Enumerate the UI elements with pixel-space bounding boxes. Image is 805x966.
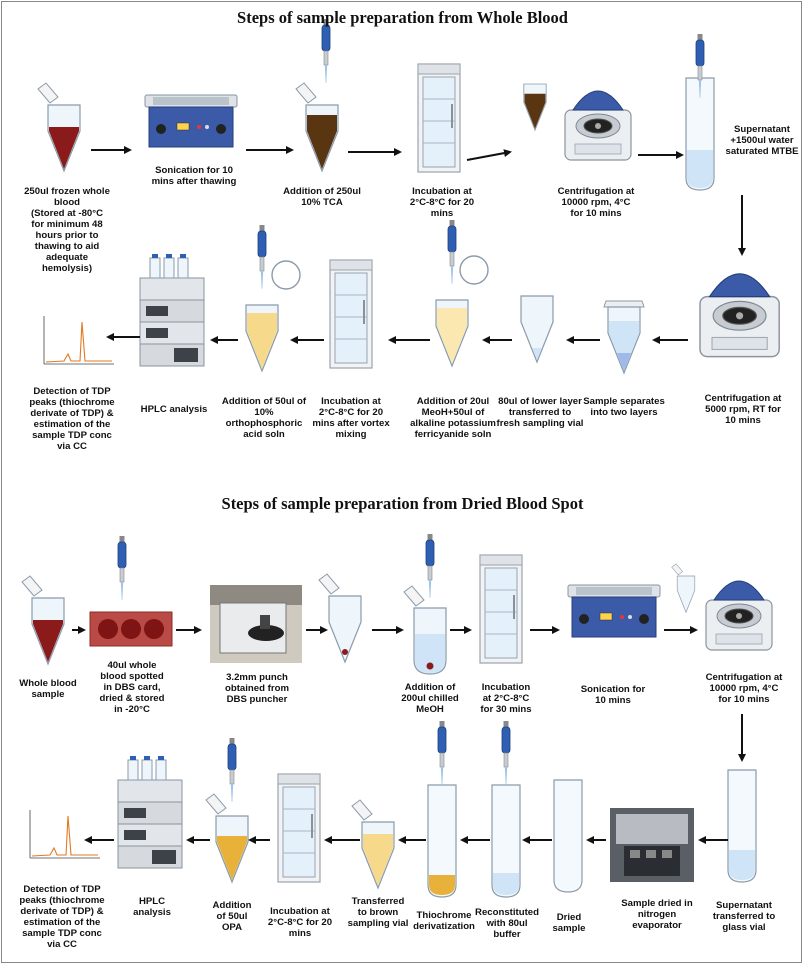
- dbs-step5-meoh-tube: [403, 533, 447, 675]
- dbs-step8-centrifuge-icon: [705, 580, 773, 651]
- dbs-step9-glass-vial: [727, 769, 757, 883]
- wb-label-2: Sonication for 10 mins after thawing: [151, 165, 237, 187]
- wb-step7-centrifuge-icon: [699, 273, 780, 358]
- wb-label-10: Addition of 20ul MeoH+50ul of alkaline p…: [410, 396, 496, 440]
- dbs-arrows: [72, 626, 746, 844]
- wb-label-11: Incubation at 2°C-8°C for 20 mins after …: [312, 396, 390, 440]
- dbs-step17-hplc-icon: [117, 755, 183, 869]
- dbs-label-7: Centrifugation at 10000 rpm, 4°C for 10 …: [705, 672, 783, 705]
- dbs-label-4: Addition of 200ul chilled MeOH: [401, 682, 459, 715]
- wb-step9-vial: [520, 295, 554, 363]
- wb-step4-fridge-icon: [417, 63, 461, 173]
- wb-label-3: Addition of 250ul 10% TCA: [283, 186, 361, 208]
- wb-step11-fridge-icon: [329, 259, 373, 369]
- dbs-label-2: 40ul whole blood spotted in DBS card, dr…: [99, 660, 165, 715]
- dbs-step1-blood-tube: [21, 575, 65, 665]
- wb-step1-blood-tube: [37, 82, 81, 172]
- dbs-label-12: Thiochrome derivatization: [413, 910, 475, 932]
- dbs-step18-chromatogram: [29, 809, 101, 859]
- dbs-label-15: Addition of 50ul OPA: [212, 900, 252, 933]
- wb-step14-chromatogram: [43, 315, 115, 365]
- dbs-step2-dbs-card: [89, 535, 173, 647]
- wb-label-13: HPLC analysis: [140, 404, 208, 415]
- dbs-label-1: Whole blood sample: [19, 678, 77, 700]
- dbs-label-6: Sonication for 10 mins: [580, 684, 646, 706]
- dbs-step7-sonicator-icon: [567, 584, 661, 638]
- wb-step8-layered-tube: [603, 300, 645, 374]
- dbs-step11-dried-vial: [553, 779, 583, 893]
- dried-blood-spot-title: Steps of sample preparation from Dried B…: [221, 494, 584, 513]
- dbs-step15-fridge-icon: [277, 773, 321, 883]
- dbs-label-8: Supernatant transferred to glass vial: [712, 900, 776, 933]
- dbs-label-9: Sample dried in nitrogen evaporator: [621, 898, 693, 931]
- dbs-step4-punch-tube: [318, 573, 362, 663]
- dbs-step10-evaporator-photo: [610, 808, 694, 882]
- dbs-step3-puncher-photo: [210, 585, 302, 663]
- dbs-step8-small-tube: [671, 563, 696, 613]
- wb-step12-yellow-tube: [245, 224, 301, 372]
- dbs-step16-opa-tube: [205, 737, 249, 883]
- dbs-label-13: Transferred to brown sampling vial: [347, 896, 409, 929]
- dbs-label-17: Detection of TDP peaks (thiochrome deriv…: [19, 884, 105, 950]
- dbs-step6-fridge-icon: [479, 554, 523, 664]
- dbs-label-11: Reconstituted with 80ul buffer: [475, 907, 539, 940]
- dbs-step12-buffer-vial: [491, 720, 521, 898]
- dbs-label-16: HPLC analysis: [133, 896, 171, 918]
- wb-step5-centrifuge-icon: [523, 83, 632, 161]
- wb-label-1: 250ul frozen whole blood (Stored at -80°…: [24, 186, 110, 274]
- dbs-label-5: Incubation at 2°C-8°C for 30 mins: [480, 682, 532, 715]
- wb-step10-yellow-tube: [435, 219, 489, 367]
- wb-step6-glass-vial: [685, 33, 715, 191]
- wb-step2-sonicator-icon: [144, 94, 238, 148]
- wb-label-7: Centrifugation at 5000 rpm, RT for 10 mi…: [704, 393, 782, 426]
- wb-step3-tca-tube: [295, 18, 339, 172]
- wb-step13-hplc-icon: [139, 253, 205, 367]
- wb-label-9: 80ul of lower layer transferred to fresh…: [496, 396, 584, 429]
- wb-label-4: Incubation at 2°C-8°C for 20 mins: [409, 186, 475, 219]
- wb-label-5: Centrifugation at 10000 rpm, 4°C for 10 …: [557, 186, 635, 219]
- dbs-step14-brown-vial: [351, 799, 395, 889]
- dbs-label-10: Dried sample: [552, 912, 586, 934]
- dbs-label-3: 3.2mm punch obtained from DBS puncher: [225, 672, 289, 705]
- dbs-step13-thiochrome-vial: [427, 720, 457, 898]
- whole-blood-title: Steps of sample preparation from Whole B…: [237, 8, 568, 27]
- wb-label-6: Supernatant +1500ul water saturated MTBE: [725, 124, 799, 157]
- wb-label-12: Addition of 50ul of 10% orthophosphoric …: [221, 396, 307, 440]
- dbs-label-14: Incubation at 2°C-8°C for 20 mins: [267, 906, 333, 939]
- wb-label-14: Detection of TDP peaks (thiochrome deriv…: [29, 386, 115, 452]
- wb-arrows: [91, 146, 746, 344]
- wb-label-8: Sample separates into two layers: [583, 396, 665, 418]
